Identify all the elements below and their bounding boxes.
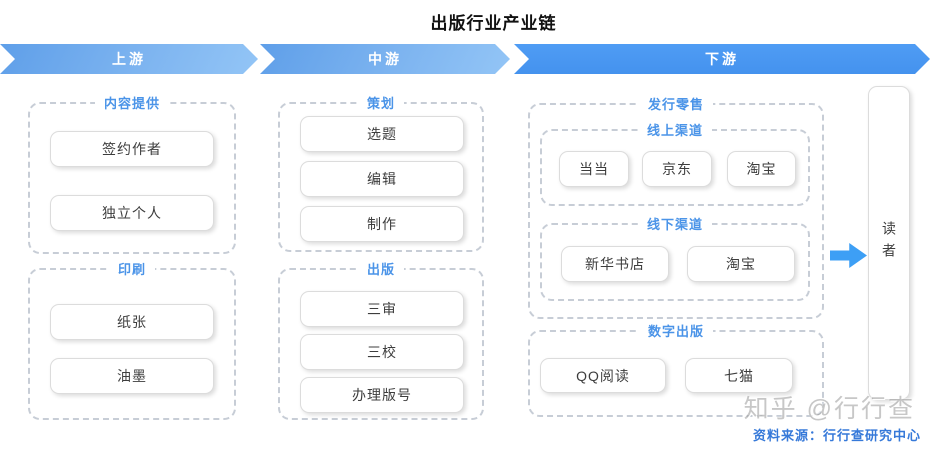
group-online-channels: 线上渠道 当当 京东 淘宝 <box>540 120 810 206</box>
stage-arrow-downstream: 下游 <box>514 44 930 74</box>
group-label: 策划 <box>357 93 405 112</box>
reader-label: 读者 <box>881 221 897 265</box>
group-printing: 印刷 纸张 油墨 <box>28 259 236 420</box>
node-three-reviews: 三审 <box>300 291 464 327</box>
node-taobao-offline: 淘宝 <box>687 246 795 282</box>
node-reader: 读者 <box>868 86 910 400</box>
node-production: 制作 <box>300 206 464 242</box>
group-label: 出版 <box>357 259 405 278</box>
node-isbn-processing: 办理版号 <box>300 377 464 413</box>
node-xinhua-bookstore: 新华书店 <box>561 246 669 282</box>
node-independent-individual: 独立个人 <box>50 195 214 231</box>
node-qimao: 七猫 <box>685 358 793 393</box>
node-paper: 纸张 <box>50 304 214 340</box>
right-arrow-icon <box>830 243 867 268</box>
group-digital-publishing: 数字出版 QQ阅读 七猫 <box>528 321 824 417</box>
node-qq-reading: QQ阅读 <box>540 358 666 393</box>
node-signed-author: 签约作者 <box>50 131 214 167</box>
group-offline-channels: 线下渠道 新华书店 淘宝 <box>540 214 810 301</box>
node-taobao-online: 淘宝 <box>727 151 796 187</box>
node-ink: 油墨 <box>50 358 214 394</box>
zhihu-watermark: 知乎 @行行查 <box>743 395 915 423</box>
node-jd: 京东 <box>642 151 712 187</box>
group-distribution-retail: 发行零售 线上渠道 当当 京东 淘宝 线下渠道 新华书店 淘宝 <box>528 94 824 319</box>
group-label: 数字出版 <box>638 321 714 340</box>
group-content-provision: 内容提供 签约作者 独立个人 <box>28 93 236 254</box>
stage-arrow-midstream: 中游 <box>260 44 510 74</box>
group-label: 线上渠道 <box>637 120 713 139</box>
group-publishing: 出版 三审 三校 办理版号 <box>278 259 484 420</box>
source-note: 资料来源：行行查研究中心 <box>752 428 921 443</box>
group-label: 印刷 <box>108 259 156 278</box>
group-label: 线下渠道 <box>637 214 713 233</box>
group-label: 内容提供 <box>94 93 170 112</box>
node-topic-selection: 选题 <box>300 116 464 152</box>
node-dangdang: 当当 <box>559 151 629 187</box>
group-planning: 策划 选题 编辑 制作 <box>278 93 484 252</box>
node-editing: 编辑 <box>300 161 464 197</box>
stage-arrow-upstream: 上游 <box>0 44 258 74</box>
page-title: 出版行业产业链 <box>430 14 557 33</box>
group-label: 发行零售 <box>638 94 714 113</box>
node-three-proofreads: 三校 <box>300 334 464 370</box>
